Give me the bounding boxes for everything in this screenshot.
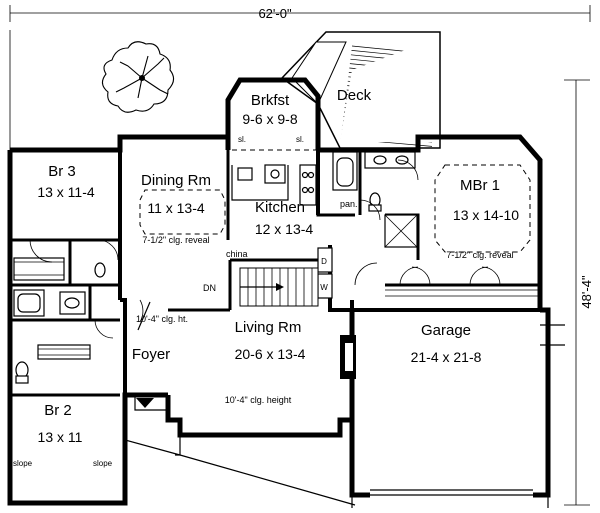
- dining-name: Dining Rm: [141, 172, 211, 189]
- depth-label: 48'-4": [579, 275, 594, 309]
- slope-left-label: slope: [13, 459, 33, 468]
- dryer-label: D: [321, 257, 327, 266]
- sl-right-label: sl.: [296, 135, 304, 144]
- mbr1-name: MBr 1: [460, 177, 500, 194]
- living-note: 10'-4" clg. height: [225, 395, 292, 405]
- sl-left-label: sl.: [238, 135, 246, 144]
- labels: Brkfst 9-6 x 9-8 sl. sl. Dining Rm 11 x …: [13, 92, 519, 468]
- width-label: 62'-0": [258, 6, 292, 21]
- kitchen-name: Kitchen: [255, 199, 305, 216]
- deck: Deck: [280, 31, 441, 149]
- stairs: [239, 267, 319, 307]
- garage-name: Garage: [421, 322, 471, 339]
- mbr1-note: 7-1/2" clg. reveal: [446, 250, 513, 260]
- china-label: china: [226, 249, 248, 259]
- washer-label: W: [320, 283, 328, 292]
- dining-note: 7-1/2" clg. reveal: [142, 235, 209, 245]
- dn-label: DN: [203, 283, 216, 293]
- foyer-name: Foyer: [132, 346, 170, 363]
- fixtures: [13, 151, 540, 384]
- deck-name: Deck: [337, 87, 372, 104]
- br3-name: Br 3: [48, 163, 76, 180]
- depth-dimension: 48'-4": [564, 79, 594, 506]
- porch: [124, 395, 356, 506]
- br2-size: 13 x 11: [38, 429, 83, 445]
- interior-walls: [10, 150, 540, 397]
- kitchen-size: 12 x 13-4: [255, 221, 314, 237]
- entry-arrow-icon: [136, 398, 154, 408]
- brkfst-size: 9-6 x 9-8: [242, 111, 297, 127]
- garage-door: [175, 324, 565, 508]
- foyer-note: 10'-4" clg. ht.: [136, 314, 188, 324]
- br3-size: 13 x 11-4: [37, 184, 95, 200]
- slope-right-label: slope: [93, 459, 113, 468]
- brkfst-name: Brkfst: [251, 92, 290, 109]
- doors: [29, 159, 501, 339]
- exterior-walls: [7, 77, 551, 506]
- living-size: 20-6 x 13-4: [235, 346, 306, 362]
- br2-name: Br 2: [44, 402, 72, 419]
- garage-size: 21-4 x 21-8: [411, 349, 482, 365]
- dining-size: 11 x 13-4: [147, 200, 205, 216]
- width-dimension: 62'-0": [9, 5, 591, 150]
- tree-icon: [101, 41, 175, 113]
- mbr1-size: 13 x 14-10: [453, 207, 519, 223]
- pan-label: pan.: [340, 199, 358, 209]
- living-name: Living Rm: [235, 319, 302, 336]
- ceiling-reveals: [139, 149, 531, 253]
